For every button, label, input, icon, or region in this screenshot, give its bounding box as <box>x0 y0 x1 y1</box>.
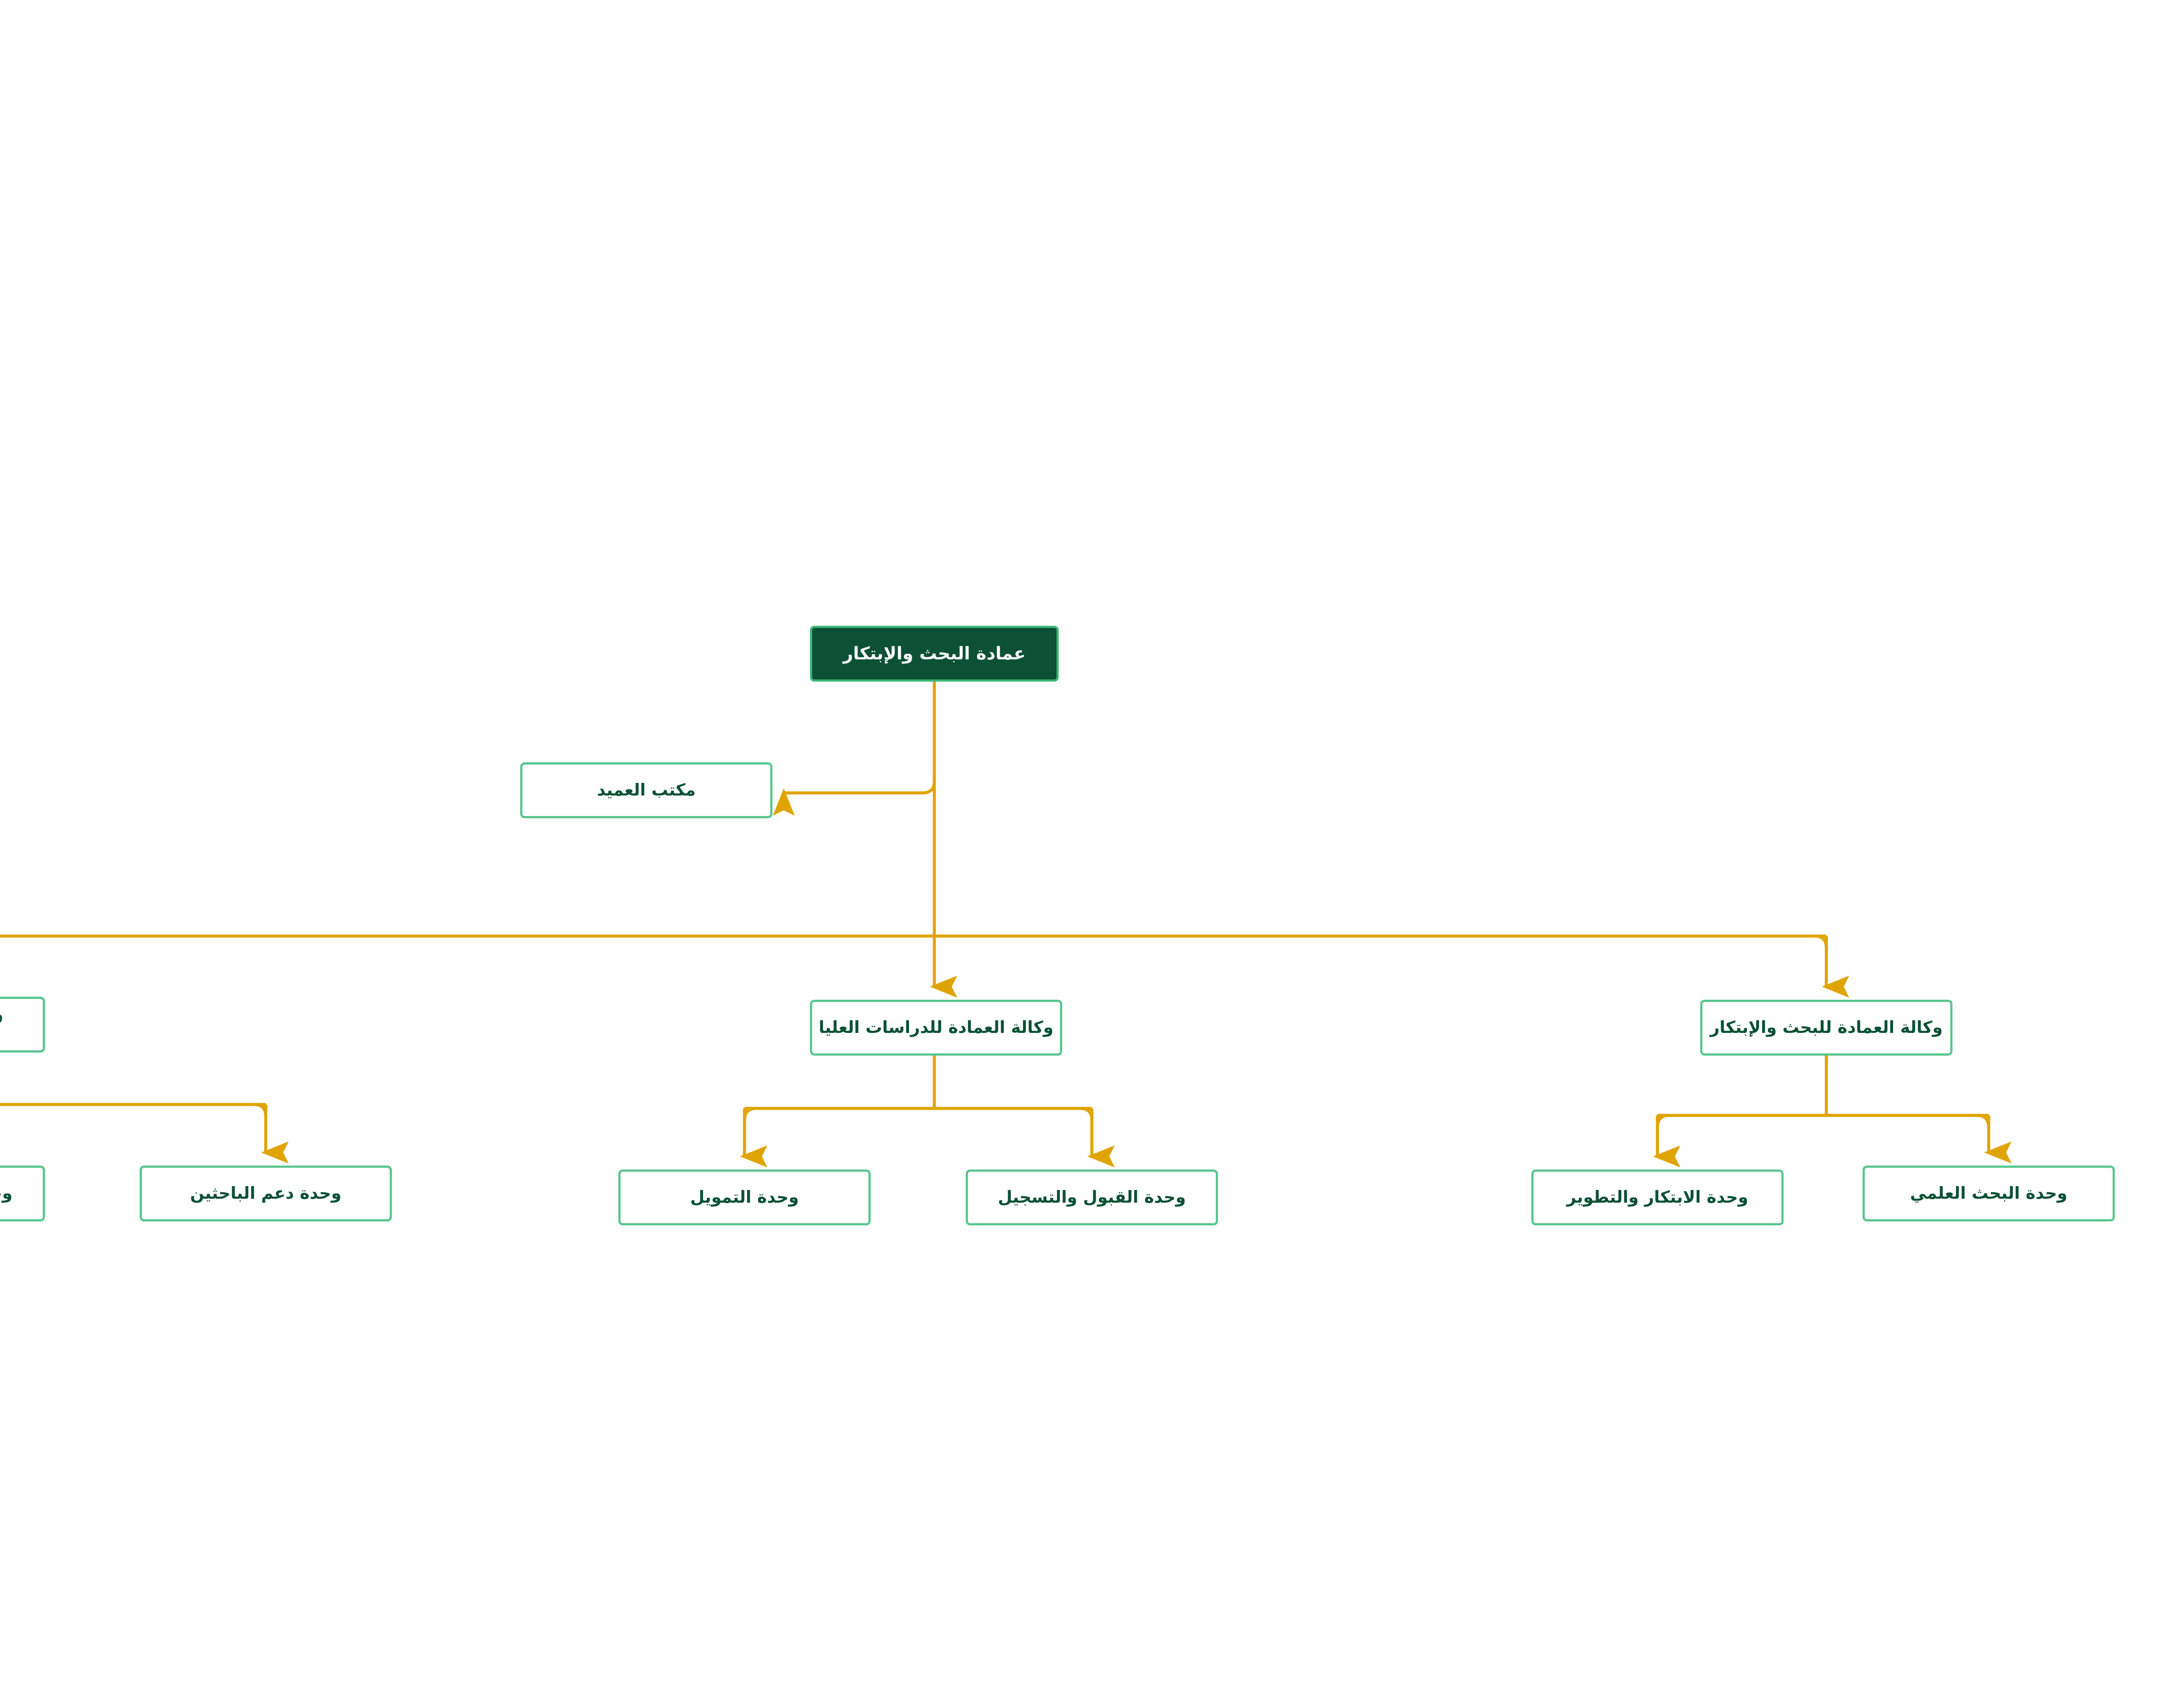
node-unit-data-reports[interactable]: وحدة البيانات والتقارير <box>0 1166 45 1221</box>
edge-graduate-corner-right <box>1080 1107 1094 1121</box>
node-vice-deanship-graduate[interactable]: وكالة العمادة للدراسات العليا <box>810 1000 1062 1056</box>
node-vice-deanship-students[interactable]: وكالة العمادة لشؤون الطالبات <box>0 997 45 1053</box>
node-unit-data-reports-label: وحدة البيانات والتقارير <box>0 1183 13 1203</box>
node-unit-scientific-research[interactable]: وحدة البحث العلمي <box>1863 1166 2115 1221</box>
edge-research-corner-left <box>1656 1114 1670 1128</box>
edge-graduate-corner-left <box>743 1107 757 1121</box>
node-unit-funding[interactable]: وحدة التمويل <box>618 1170 871 1225</box>
node-deanship[interactable]: عمادة البحث والإبتكار <box>810 626 1059 682</box>
node-unit-innovation-development[interactable]: وحدة الابتكار والتطوير <box>1531 1170 1784 1225</box>
node-vice-deanship-research-label: وكالة العمادة للبحث والإبتكار <box>1710 1018 1943 1037</box>
node-unit-researcher-support[interactable]: وحدة دعم الباحثين <box>140 1166 392 1221</box>
node-unit-researcher-support-label: وحدة دعم الباحثين <box>190 1183 342 1203</box>
edge-root-to-dean-office <box>772 781 936 816</box>
node-vice-deanship-students-label: وكالة العمادة لشؤون الطالبات <box>0 1004 37 1046</box>
node-deanship-label: عمادة البحث والإبتكار <box>843 644 1026 664</box>
edge-bus-corner-right <box>1814 934 1828 948</box>
node-dean-office[interactable]: مكتب العميد <box>520 762 772 818</box>
node-vice-deanship-research[interactable]: وكالة العمادة للبحث والإبتكار <box>1700 1000 1952 1056</box>
node-unit-scientific-research-label: وحدة البحث العلمي <box>1910 1183 2068 1203</box>
node-unit-admission-registration[interactable]: وحدة القبول والتسجيل <box>966 1170 1218 1225</box>
edge-students-corner-right <box>254 1103 268 1117</box>
node-vice-deanship-graduate-label: وكالة العمادة للدراسات العليا <box>819 1018 1053 1037</box>
edge-research-corner-right <box>1976 1114 1990 1128</box>
node-dean-office-label: مكتب العميد <box>597 780 696 800</box>
node-unit-funding-label: وحدة التمويل <box>690 1187 799 1207</box>
node-unit-innovation-development-label: وحدة الابتكار والتطوير <box>1566 1187 1749 1207</box>
node-unit-admission-registration-label: وحدة القبول والتسجيل <box>998 1187 1186 1207</box>
